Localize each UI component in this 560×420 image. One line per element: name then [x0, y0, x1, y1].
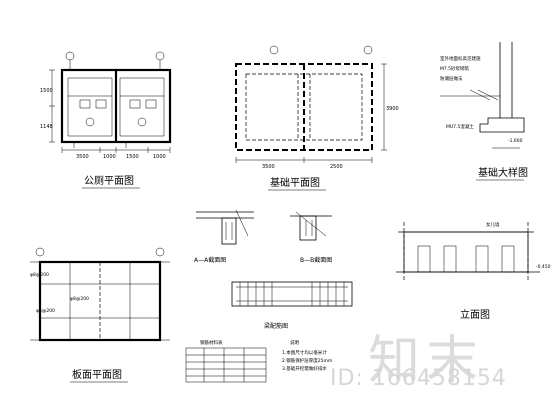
detail-note-3: 防潮层做法: [440, 75, 463, 82]
watermark-id: ID: 166458154: [330, 366, 507, 391]
note-1: 1.本图尺寸均以毫米计: [282, 349, 327, 356]
watermark-logo: 知末: [368, 331, 485, 391]
notes-title: 说明: [290, 339, 299, 346]
beam-detail-title: 梁配筋图: [264, 322, 288, 330]
toilet-dim-1: 3500: [76, 154, 89, 160]
slab-label-c: φ6@200: [36, 308, 55, 314]
toilet-dim-3: 1500: [126, 154, 139, 160]
section-bb-title: B—B截面图: [300, 256, 332, 264]
toilet-dim-2: 1000: [103, 154, 116, 160]
foundation-detail-title: 基础大样图: [478, 166, 528, 179]
elevation-level: -0.450: [536, 264, 551, 270]
foundation-plan-title: 基础平面图: [270, 176, 320, 189]
section-bb: B—B截面图: [290, 211, 332, 264]
section-aa-title: A—A截面图: [194, 256, 226, 264]
detail-note-2: M7.5砂浆砌筑: [440, 65, 470, 72]
elevation: 女儿墙 -0.450 立面图: [396, 221, 551, 321]
beam-detail: 梁配筋图: [231, 281, 353, 330]
elevation-top-label: 女儿墙: [486, 221, 500, 228]
slab-label-a: φ8@200: [30, 272, 49, 278]
slab-label-b: φ8@200: [70, 296, 89, 302]
foundation-dim-right: 3900: [386, 106, 399, 112]
toilet-dim-left-1: 1500: [40, 88, 53, 94]
toilet-floor-plan: 3500 1000 1500 1000 1500 1148 公厕平面图: [40, 51, 172, 189]
foundation-dim-2: 2500: [330, 164, 343, 170]
detail-note-1: 室外地面标高见建施: [440, 55, 481, 62]
toilet-dim-4: 1000: [153, 154, 166, 160]
foundation-detail: 室外地面标高见建施 M7.5砂浆砌筑 防潮层做法 MU7.5混凝土 -1.600…: [440, 42, 528, 181]
elevation-title: 立面图: [460, 308, 490, 321]
note-2: 2.钢筋保护层厚度25mm: [282, 357, 332, 364]
rebar-schedule: 钢筋材料表 说明 1.本图尺寸均以毫米计 2.钢筋保护层厚度25mm 3.基础开…: [185, 339, 332, 383]
slab-plan-title: 板面平面图: [72, 368, 122, 381]
detail-level: -1.600: [508, 138, 523, 144]
schedule-title: 钢筋材料表: [200, 339, 223, 346]
note-3: 3.基础开挖需做好排水: [282, 365, 327, 372]
foundation-dim-1: 3500: [262, 164, 275, 170]
section-aa: A—A截面图: [194, 209, 254, 264]
toilet-dim-left-2: 1148: [40, 124, 53, 130]
toilet-plan-title: 公厕平面图: [84, 175, 134, 187]
detail-wall-label: MU7.5混凝土: [446, 123, 474, 130]
foundation-plan: 3500 2500 3900 基础平面图: [235, 45, 399, 191]
slab-plan: φ8@200 φ8@200 φ6@200 板面平面图: [30, 247, 170, 383]
